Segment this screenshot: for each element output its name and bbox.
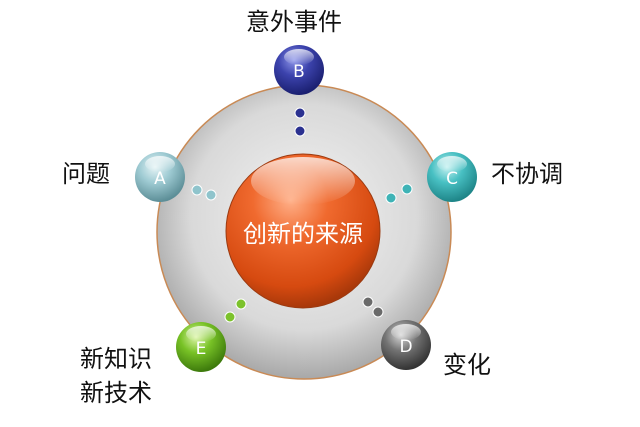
connector-dots-e xyxy=(224,298,247,323)
node-e-label-line-1: 新知识 xyxy=(80,345,152,373)
connector-dot xyxy=(191,184,203,196)
node-b-letter: B xyxy=(293,62,305,82)
node-a: A xyxy=(135,152,185,202)
node-e-label: 新知识 新技术 xyxy=(80,342,152,410)
node-b-label: 意外事件 xyxy=(246,8,342,36)
node-d: D xyxy=(381,320,431,370)
connector-dot xyxy=(294,107,306,119)
center-node: 创新的来源 xyxy=(225,153,381,309)
node-d-highlight xyxy=(391,324,421,340)
node-b: B xyxy=(274,45,324,95)
connector-dot xyxy=(401,183,413,195)
node-c-highlight xyxy=(437,156,467,172)
node-c: C xyxy=(427,152,477,202)
node-d-label: 变化 xyxy=(443,351,491,379)
connector-dot xyxy=(205,189,217,201)
connector-dot xyxy=(235,298,247,310)
node-a-highlight xyxy=(145,156,175,172)
node-e: E xyxy=(176,322,226,372)
node-c-letter: C xyxy=(446,169,458,189)
center-sphere-highlight xyxy=(251,157,355,205)
connector-dot xyxy=(224,311,236,323)
node-e-label-line-2: 新技术 xyxy=(80,379,152,407)
node-d-letter: D xyxy=(399,337,412,357)
node-a-letter: A xyxy=(154,169,166,189)
connector-dot xyxy=(385,192,397,204)
connector-dot xyxy=(294,125,306,137)
node-c-label: 不协调 xyxy=(491,160,563,188)
center-label: 创新的来源 xyxy=(243,220,363,248)
connector-dots-a xyxy=(191,184,217,201)
connector-dots-b xyxy=(294,107,306,137)
connector-dot xyxy=(372,306,384,318)
node-e-highlight xyxy=(186,326,216,342)
connector-dots-d xyxy=(362,296,384,318)
connector-dot xyxy=(362,296,374,308)
node-e-letter: E xyxy=(196,339,207,359)
node-a-label: 问题 xyxy=(62,160,110,188)
connector-dots-c xyxy=(385,183,413,204)
node-b-highlight xyxy=(284,49,314,65)
